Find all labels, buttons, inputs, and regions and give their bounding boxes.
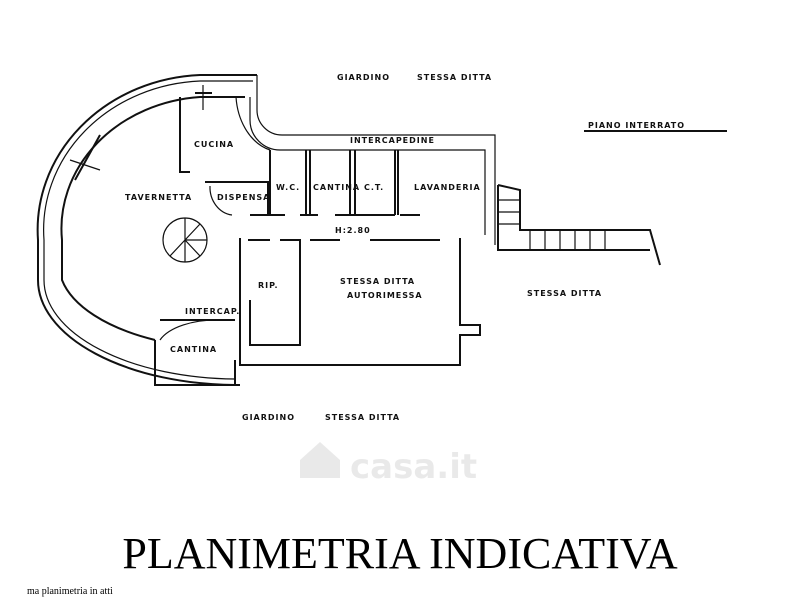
label-giardino-bottom: GIARDINO (242, 413, 295, 422)
interior-walls (154, 150, 481, 386)
label-rip: RIP. (258, 281, 279, 290)
label-dispensa: DISPENSA (217, 193, 270, 202)
label-autorimessa: AUTORIMESSA (347, 291, 423, 300)
label-stessa-ditta-top: STESSA DITTA (417, 73, 492, 82)
label-cantina-bottom: CANTINA (170, 345, 217, 354)
label-tavernetta: TAVERNETTA (125, 193, 192, 202)
watermark-logo: casa.it (300, 442, 477, 487)
footnote: ma planimetria in atti (27, 586, 113, 597)
label-lavanderia: LAVANDERIA (414, 183, 481, 192)
staircase-right (497, 184, 661, 266)
house-icon (300, 442, 340, 478)
label-giardino-top: GIARDINO (337, 73, 390, 82)
label-intercap: INTERCAP. (185, 307, 240, 316)
label-stessa-ditta-bottom: STESSA DITTA (325, 413, 400, 422)
level-title: PIANO INTERRATO (588, 121, 685, 130)
watermark-text: casa.it (350, 447, 477, 487)
outer-walls (36, 74, 496, 386)
room-labels: CUCINA TAVERNETTA DISPENSA W.C. CANTINA … (125, 73, 685, 422)
label-ct: C.T. (364, 183, 384, 192)
label-stessa-ditta-right: STESSA DITTA (527, 289, 602, 298)
spiral-staircase (162, 217, 208, 263)
label-intercapedine: INTERCAPEDINE (350, 136, 435, 145)
label-cantina-top: CANTINA (313, 183, 360, 192)
windows (69, 85, 212, 181)
label-cucina: CUCINA (194, 140, 234, 149)
height-note: H:2.80 (335, 226, 371, 235)
caption: PLANIMETRIA INDICATIVA (122, 529, 678, 578)
label-stessa-ditta-garage: STESSA DITTA (340, 277, 415, 286)
label-wc: W.C. (276, 183, 300, 192)
